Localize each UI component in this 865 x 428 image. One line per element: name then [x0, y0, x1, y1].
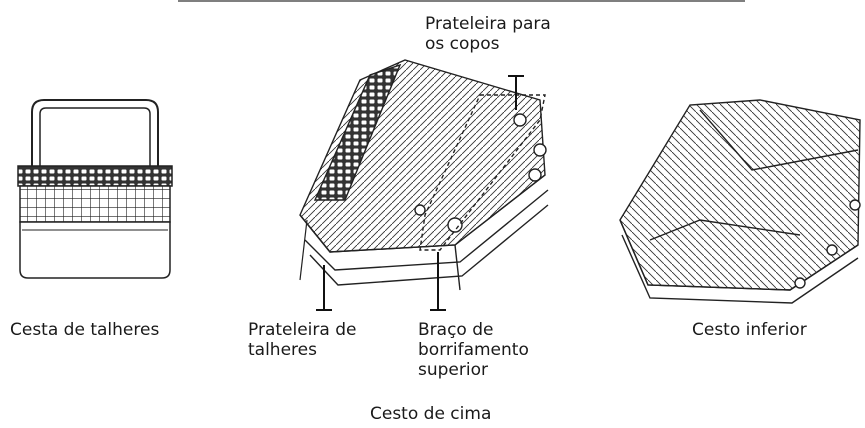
cup-shelf-text-line1: Prateleira para	[425, 14, 551, 34]
spray-arm-text-line3: superior	[418, 360, 488, 380]
cutlery-shelf-text-line2: talheres	[248, 340, 317, 360]
lower-basket-illustration	[619, 99, 861, 304]
callout-lines	[316, 75, 524, 311]
upper-basket-text: Cesto de cima	[370, 404, 492, 424]
cutlery-basket-illustration	[17, 99, 173, 279]
spray-arm-text-line2: borrifamento	[418, 340, 529, 360]
upper-basket-illustration	[299, 59, 549, 291]
cutlery-shelf-label: Prateleira de talheres	[248, 320, 356, 360]
cutlery-basket-label: Cesta de talheres	[10, 320, 159, 340]
spray-arm-label: Braço de borrifamento superior	[418, 320, 529, 380]
cutlery-shelf-text-line1: Prateleira de	[248, 320, 357, 340]
spray-arm-text-line1: Braço de	[418, 320, 494, 340]
cup-shelf-text-line2: os copos	[425, 34, 500, 54]
lower-basket-label: Cesto inferior	[692, 320, 807, 340]
cup-shelf-label: Prateleira para os copos	[425, 14, 551, 54]
cutlery-basket-text: Cesta de talheres	[10, 320, 160, 340]
upper-basket-label: Cesto de cima	[370, 404, 491, 424]
lower-basket-text: Cesto inferior	[692, 320, 807, 340]
